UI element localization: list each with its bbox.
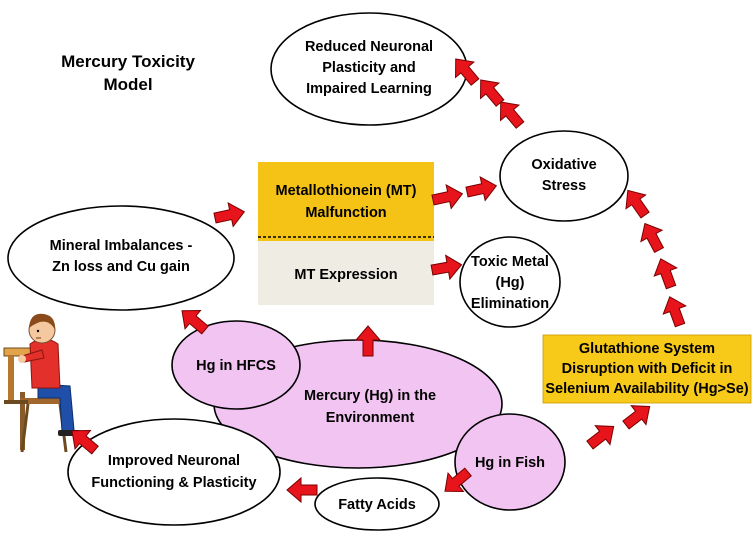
oxidative-stress-line-1: Oxidative	[531, 157, 596, 173]
node-hg-fish: Hg in Fish	[454, 413, 566, 511]
node-mt-expression: MT Expression	[258, 241, 434, 305]
toxic-metal-line-3: Elimination	[471, 296, 549, 312]
node-mt-malfunction: Metallothionein (MT) Malfunction	[258, 162, 434, 241]
improved-functioning-line-1: Improved Neuronal	[108, 453, 240, 469]
glutathione-line-1: Glutathione System	[579, 341, 715, 357]
improved-functioning-line-2: Functioning & Plasticity	[91, 475, 256, 491]
node-fatty-acids: Fatty Acids	[314, 477, 440, 531]
node-oxidative-stress: Oxidative Stress	[499, 130, 629, 222]
arrow-expression-to-elimination	[429, 252, 465, 283]
mt-malfunction-line-2: Malfunction	[305, 205, 386, 221]
arrow-glutathione-up-3	[633, 217, 671, 257]
mineral-imbalances-line-1: Mineral Imbalances -	[50, 238, 193, 254]
mt-expression-label: MT Expression	[294, 267, 397, 283]
hg-fish-label: Hg in Fish	[475, 455, 545, 471]
mt-malfunction-line-1: Metallothionein (MT)	[276, 183, 417, 199]
arrow-glutathione-up-1	[657, 292, 692, 330]
node-glutathione-disruption: Glutathione System Disruption with Defic…	[542, 334, 752, 404]
node-reduced-plasticity: Reduced Neuronal Plasticity and Impaired…	[270, 12, 468, 126]
arrow-fatty-acids-to-improved	[286, 477, 318, 503]
title-line-1: Mercury Toxicity	[61, 52, 195, 71]
reduced-plasticity-line-3: Impaired Learning	[306, 81, 432, 97]
mineral-imbalances-line-2: Zn loss and Cu gain	[52, 259, 190, 275]
node-mineral-imbalances: Mineral Imbalances - Zn loss and Cu gain	[7, 205, 235, 311]
student-at-desk-illustration	[3, 313, 80, 453]
arrow-to-mt-malfunction	[212, 199, 248, 231]
fatty-acids-label: Fatty Acids	[338, 497, 416, 513]
arrow-glutathione-up-2	[648, 254, 683, 292]
glutathione-line-2: Disruption with Deficit in	[562, 361, 733, 377]
hg-hfcs-label: Hg in HFCS	[196, 358, 276, 374]
diagram-title: Mercury Toxicity Model	[61, 52, 195, 94]
node-toxic-metal-elimination: Toxic Metal (Hg) Elimination	[459, 236, 561, 328]
node-improved-functioning: Improved Neuronal Functioning & Plastici…	[67, 418, 281, 526]
title-line-2: Model	[103, 75, 152, 94]
arrow-mt-to-oxidative-1	[430, 181, 466, 213]
arrow-fish-to-glutathione-1	[582, 416, 622, 455]
reduced-plasticity-line-2: Plasticity and	[322, 60, 415, 76]
glutathione-line-3: Selenium Availability (Hg>Se)	[545, 381, 748, 397]
mercury-environment-line-2: Environment	[326, 410, 415, 426]
oxidative-stress-line-2: Stress	[542, 178, 586, 194]
mercury-environment-line-1: Mercury (Hg) in the	[304, 388, 436, 404]
toxic-metal-line-2: (Hg)	[496, 275, 525, 291]
node-hg-hfcs: Hg in HFCS	[171, 320, 301, 410]
reduced-plasticity-line-1: Reduced Neuronal	[305, 39, 433, 55]
toxic-metal-line-1: Toxic Metal	[471, 254, 549, 270]
arrow-mt-to-oxidative-2	[464, 173, 500, 205]
